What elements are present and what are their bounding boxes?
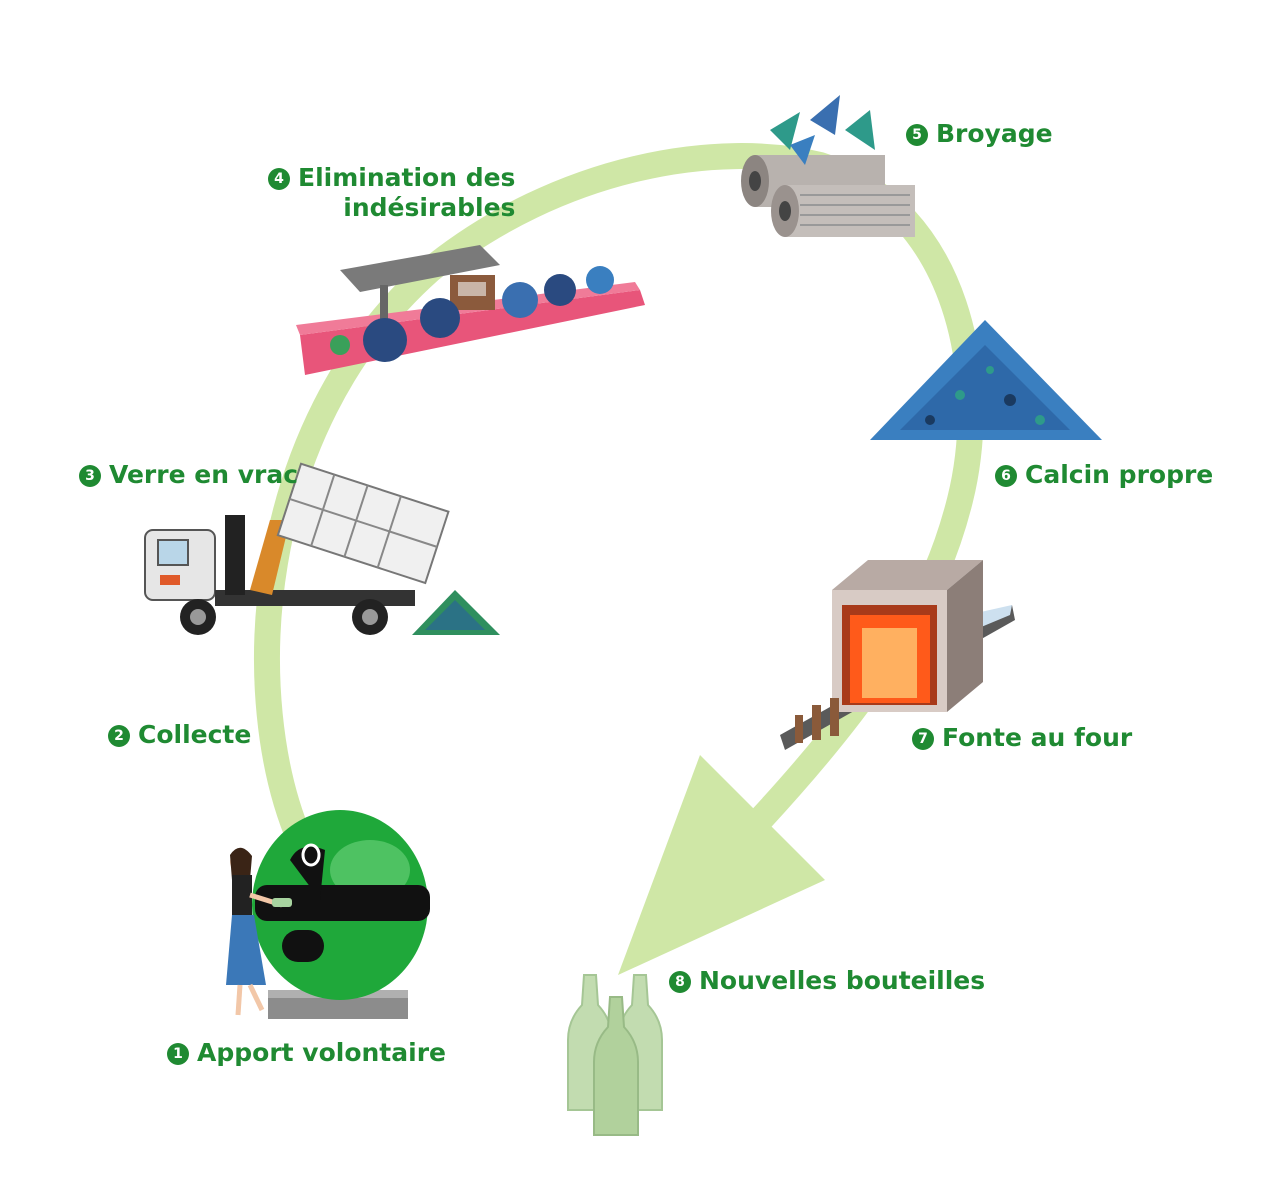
furnace-icon xyxy=(780,560,1015,750)
step-number-badge: 7 xyxy=(912,728,934,750)
step-number-badge: 2 xyxy=(108,725,130,747)
step-text: Broyage xyxy=(936,119,1053,148)
step-text: Apport volontaire xyxy=(197,1038,446,1067)
recycling-bin-icon xyxy=(226,810,430,1019)
bottles-icon xyxy=(567,974,663,1136)
step-text-line-2: indésirables xyxy=(343,192,516,222)
crusher-rollers-icon xyxy=(741,95,915,237)
step-3-label: 3 Verre en vrac xyxy=(79,460,298,490)
step-number-badge: 3 xyxy=(79,465,101,487)
step-text: Collecte xyxy=(138,720,252,749)
step-number-badge: 8 xyxy=(669,971,691,993)
step-number-badge: 4 xyxy=(268,168,290,190)
step-number-badge: 6 xyxy=(995,465,1017,487)
dump-truck-icon xyxy=(144,462,500,635)
step-5-label: 5 Broyage xyxy=(906,119,1053,149)
step-7-label: 7 Fonte au four xyxy=(912,723,1132,753)
step-8-label: 8 Nouvelles bouteilles xyxy=(669,966,985,996)
step-text: Nouvelles bouteilles xyxy=(699,966,986,995)
step-text: Fonte au four xyxy=(942,723,1133,752)
sorting-conveyor-icon xyxy=(296,245,645,375)
step-text: Verre en vrac xyxy=(109,460,299,489)
step-text-line-1: Elimination des xyxy=(298,163,516,192)
step-number-badge: 1 xyxy=(167,1043,189,1065)
step-2-label: 2 Collecte xyxy=(108,720,251,750)
step-1-label: 1 Apport volontaire xyxy=(167,1038,446,1068)
step-text: Elimination des indésirables xyxy=(298,163,515,222)
step-text: Calcin propre xyxy=(1025,460,1214,489)
step-number-badge: 5 xyxy=(906,124,928,146)
step-6-label: 6 Calcin propre xyxy=(995,460,1213,490)
cullet-pile-icon xyxy=(870,320,1102,440)
step-4-label: 4 Elimination des indésirables xyxy=(268,163,515,222)
